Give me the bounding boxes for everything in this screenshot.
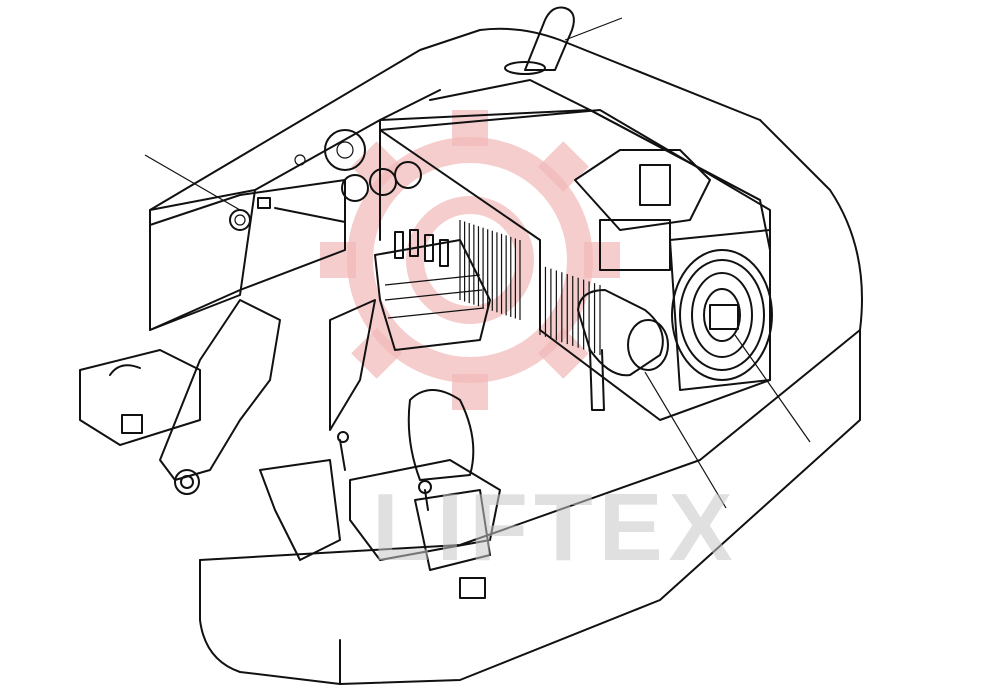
filter-gauges [294,129,422,202]
nameplate [459,577,486,599]
leader-tank-cap [144,154,241,211]
leader-lines [144,17,811,509]
leader-air-cleaner [644,371,727,509]
watermark-text: LIFTEX [372,474,739,581]
control-console-right [414,480,491,571]
operator-seat [349,389,501,561]
battery-box [79,349,201,446]
air-cleaner [577,289,669,411]
hydraulic-tank [149,179,346,331]
counterweight-shell [199,27,863,685]
leader-exhaust [564,17,623,41]
leader-fan [734,334,811,443]
radiator-fan [669,229,773,391]
upper-frame [149,29,771,331]
boom-bracket [159,299,376,495]
watermark-gear-tooth [452,374,488,410]
exhaust-pipe [504,6,575,75]
grille-left [459,220,521,320]
watermark-gear-tooth [584,242,620,278]
control-console-left [259,431,349,561]
watermark-gear-tooth [320,242,356,278]
